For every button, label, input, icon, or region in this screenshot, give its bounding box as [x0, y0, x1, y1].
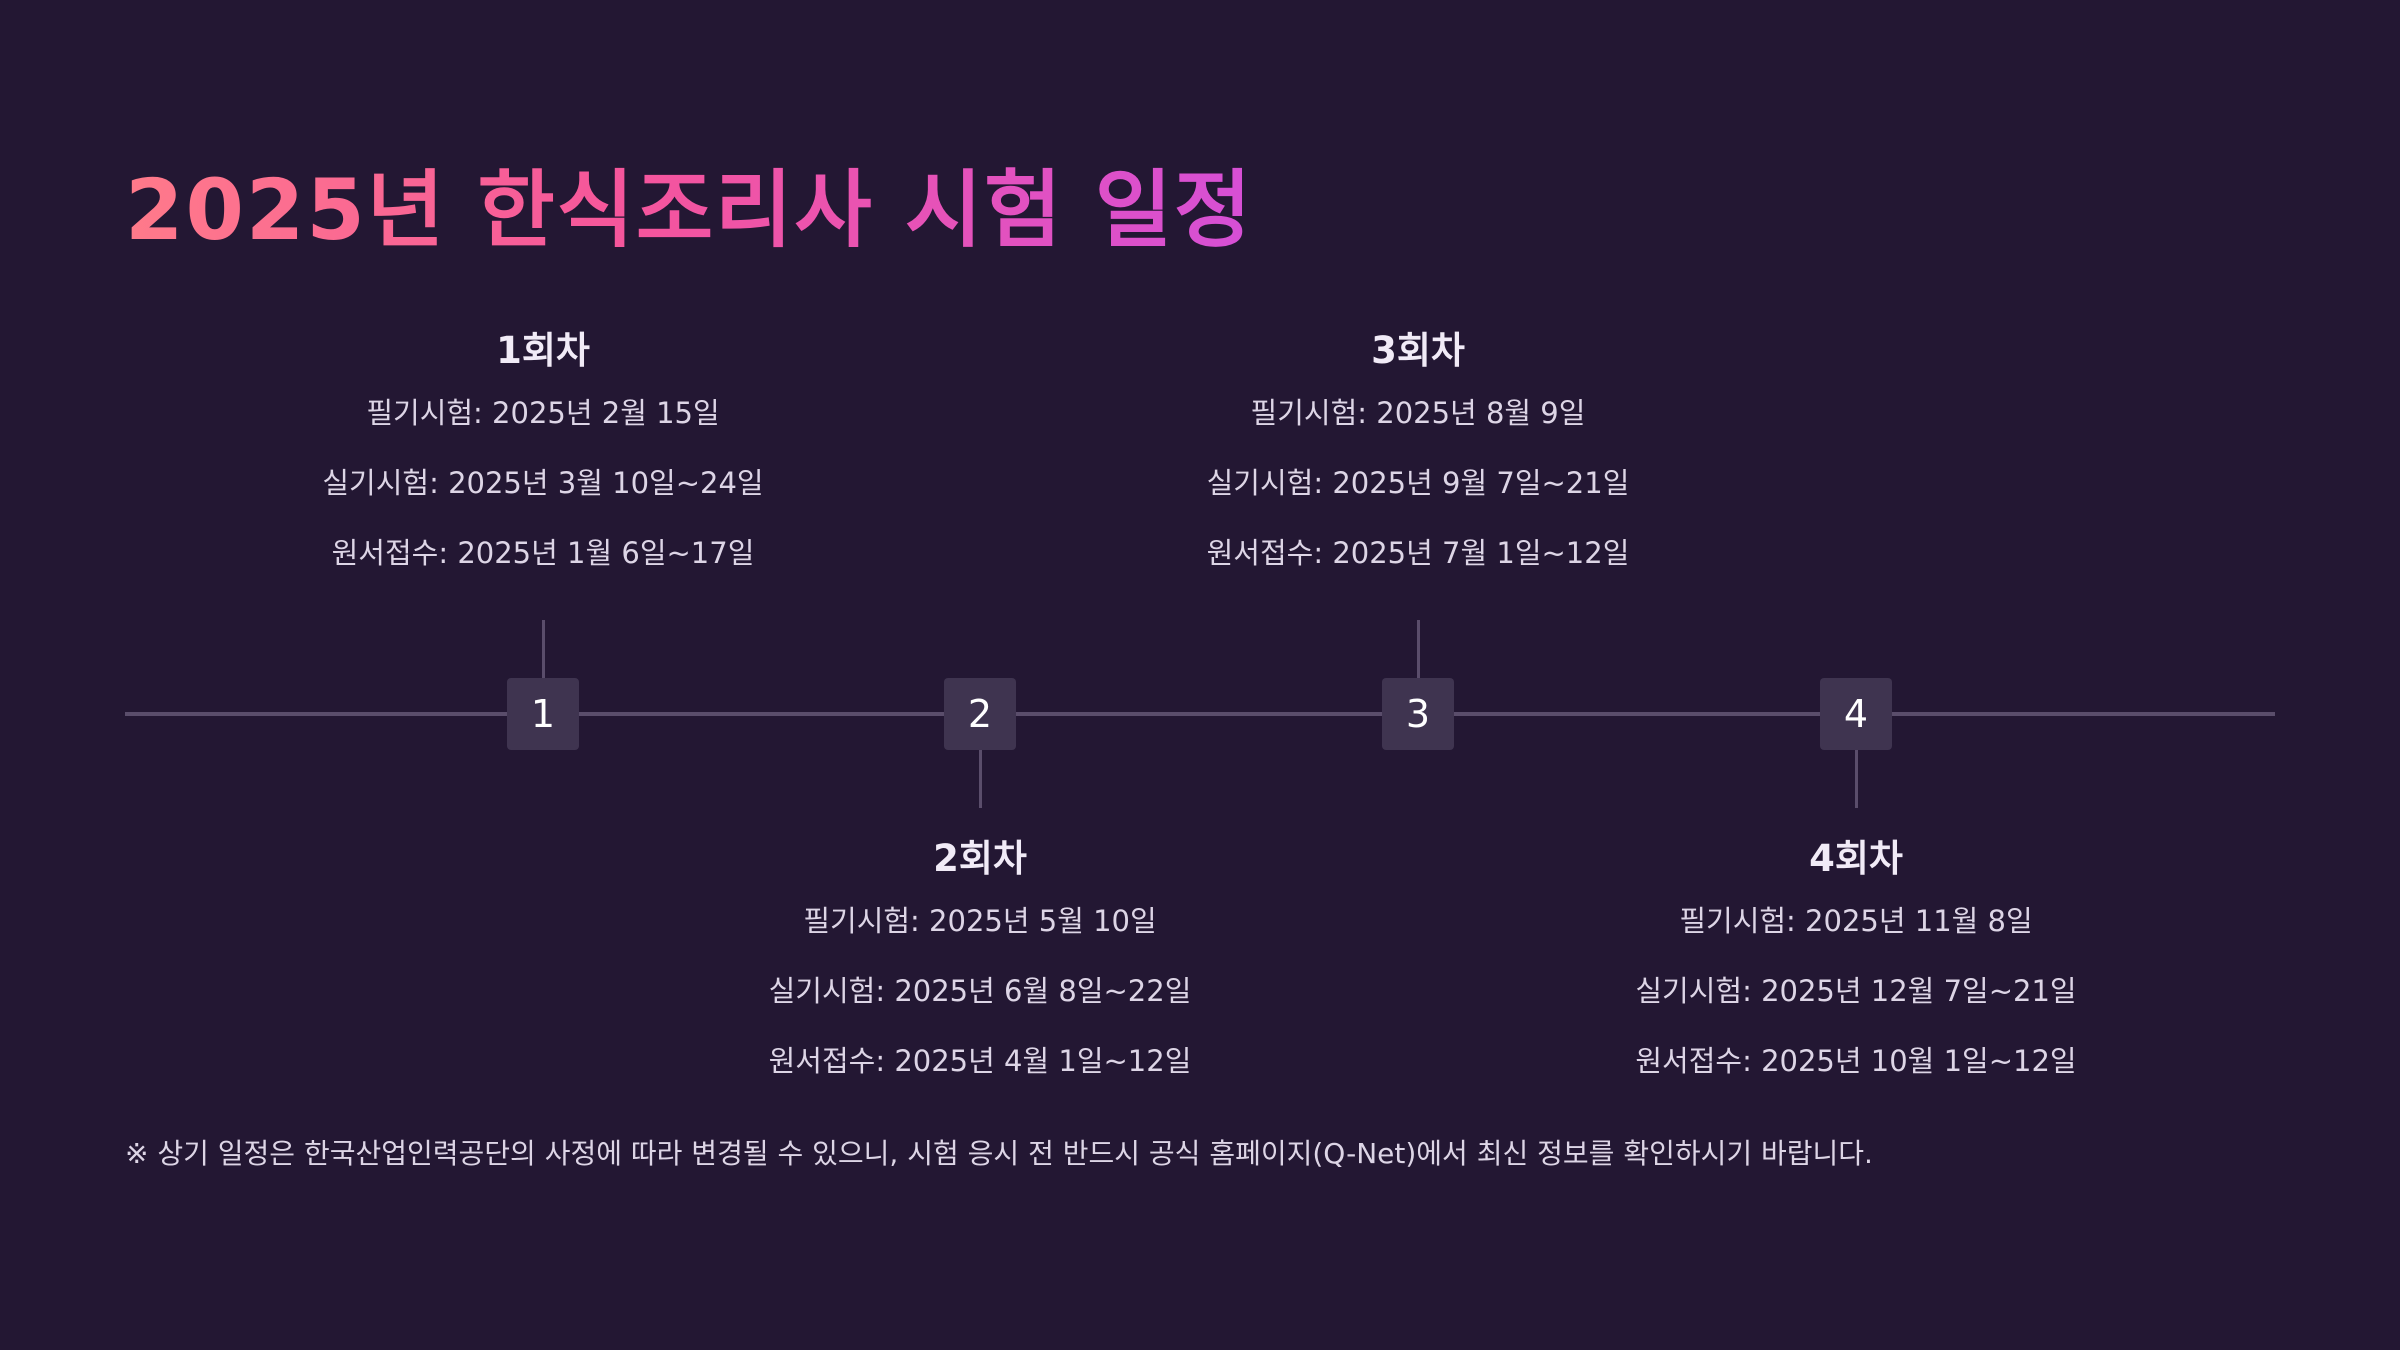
round-4-practical: 실기시험: 2025년 12월 7일~21일 [1635, 974, 2077, 1008]
round-1-application: 원서접수: 2025년 1월 6일~17일 [331, 536, 755, 570]
round-1-practical: 실기시험: 2025년 3월 10일~24일 [322, 466, 764, 500]
round-4-written: 필기시험: 2025년 11월 8일 [1679, 904, 2033, 938]
round-4-card: 4회차 필기시험: 2025년 11월 8일 실기시험: 2025년 12월 7… [1556, 833, 2156, 1083]
round-3-connector [1416, 620, 1420, 678]
round-4-title: 4회차 [1809, 837, 1903, 880]
round-3-title: 3회차 [1371, 329, 1465, 372]
round-2-practical: 실기시험: 2025년 6월 8일~22일 [768, 974, 1192, 1008]
round-4-connector [1854, 750, 1858, 808]
round-1-marker[interactable]: 1 [507, 678, 579, 750]
round-1-title: 1회차 [496, 329, 590, 372]
round-2-card: 2회차 필기시험: 2025년 5월 10일 실기시험: 2025년 6월 8일… [680, 833, 1280, 1083]
round-4-application: 원서접수: 2025년 10월 1일~12일 [1635, 1044, 2077, 1078]
round-2-connector [978, 750, 982, 808]
round-3-card: 3회차 필기시험: 2025년 8월 9일 실기시험: 2025년 9월 7일~… [1118, 325, 1718, 575]
round-1-card: 1회차 필기시험: 2025년 2월 15일 실기시험: 2025년 3월 10… [243, 325, 843, 575]
round-2-marker[interactable]: 2 [944, 678, 1016, 750]
round-3-written: 필기시험: 2025년 8월 9일 [1250, 396, 1586, 430]
round-3-application: 원서접수: 2025년 7월 1일~12일 [1206, 536, 1630, 570]
round-4-marker[interactable]: 4 [1820, 678, 1892, 750]
round-2-title: 2회차 [933, 837, 1027, 880]
round-3-marker[interactable]: 3 [1382, 678, 1454, 750]
page-title: 2025년 한식조리사 시험 일정 [125, 161, 1254, 259]
footnote: ※ 상기 일정은 한국산업인력공단의 사정에 따라 변경될 수 있으니, 시험 … [125, 1137, 1873, 1170]
round-3-practical: 실기시험: 2025년 9월 7일~21일 [1206, 466, 1630, 500]
timeline-line [125, 712, 2275, 716]
round-1-written: 필기시험: 2025년 2월 15일 [366, 396, 720, 430]
round-2-application: 원서접수: 2025년 4월 1일~12일 [768, 1044, 1192, 1078]
round-1-connector [541, 620, 545, 678]
round-2-written: 필기시험: 2025년 5월 10일 [803, 904, 1157, 938]
